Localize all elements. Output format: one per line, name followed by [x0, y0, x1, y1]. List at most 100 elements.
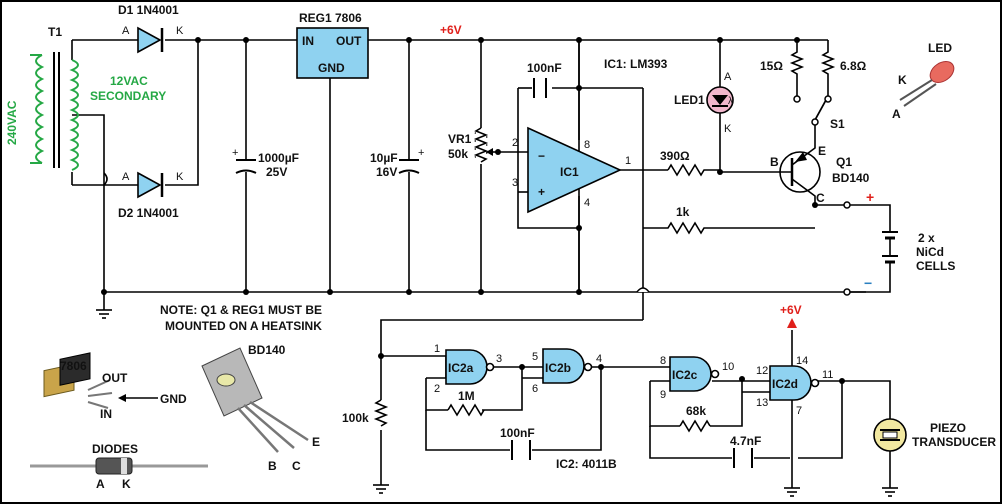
- ic2-pin7: 7: [796, 405, 802, 417]
- piezo-line2: TRANSDUCER: [912, 435, 996, 449]
- c4-value: 100nF: [500, 426, 535, 440]
- t1-label: T1: [48, 25, 62, 39]
- note-line1: NOTE: Q1 & REG1 MUST BE: [160, 303, 322, 317]
- transistor-q1: B E C Q1 BD140: [760, 144, 870, 205]
- pkg7806-out: OUT: [102, 371, 128, 385]
- plus6v-arrow: +6V: [780, 303, 802, 328]
- r1m-value: 1M: [458, 389, 475, 403]
- battery-nicd: + − 2 x NiCd CELLS: [815, 189, 955, 296]
- vr1-ref: VR1: [448, 132, 472, 146]
- battery-line2: NiCd: [916, 245, 944, 259]
- reg1-gnd: GND: [318, 61, 345, 75]
- pkgbd140-title: BD140: [248, 343, 286, 357]
- primary-voltage-label: 240VAC: [5, 100, 19, 145]
- led-package-icon: LED K A: [892, 41, 955, 121]
- rail-plus6v: +6V: [440, 23, 462, 37]
- ic1-label: IC1: [560, 165, 579, 179]
- r100k-value: 100k: [342, 411, 369, 425]
- junction-dots: [101, 37, 845, 384]
- ic2-pin8: 8: [660, 355, 666, 367]
- supply-wires: [72, 39, 866, 320]
- reg1-in: IN: [302, 34, 314, 48]
- ic1-title: IC1: LM393: [604, 57, 668, 71]
- capacitor-4n7: 4.7nF: [730, 434, 761, 468]
- q1-collector: C: [816, 191, 825, 205]
- ic2a-label: IC2a: [448, 361, 474, 375]
- q1-base: B: [770, 155, 779, 169]
- ic1-pin3: 3: [512, 177, 518, 189]
- ic2-pin11: 11: [822, 369, 833, 381]
- s1-label: S1: [830, 117, 845, 131]
- pkg7806-gnd: GND: [160, 392, 187, 406]
- piezo-transducer: PIEZO TRANSDUCER: [873, 418, 996, 452]
- package-7806-icon: 7806 OUT GND IN: [43, 352, 187, 421]
- note-line2: MOUNTED ON A HEATSINK: [165, 319, 322, 333]
- svg-text:+: +: [232, 147, 238, 159]
- q1-emitter: E: [818, 144, 826, 158]
- diode-d2: D2 1N4001 A K: [118, 171, 184, 220]
- ic1-minus: −: [538, 149, 545, 163]
- d2-label: D2 1N4001: [118, 206, 179, 220]
- vr1-value: 50k: [448, 147, 468, 161]
- package-diode-icon: DIODES A K: [30, 442, 208, 491]
- c3-value: 100nF: [527, 61, 562, 75]
- resistor-6r8: 6.8Ω: [820, 40, 867, 103]
- resistor-68k: 68k: [679, 404, 711, 433]
- capacitor-c2: + 10µF 16V: [370, 147, 424, 179]
- ic2-pin14: 14: [796, 355, 808, 367]
- pkg7806-title: 7806: [60, 359, 87, 373]
- plus6v-2: +6V: [780, 303, 802, 317]
- diode-d1: D1 1N4001 A K: [118, 3, 184, 54]
- led1-anode: A: [724, 71, 732, 83]
- pkg7806-in: IN: [100, 407, 112, 421]
- piezo-line1: PIEZO: [930, 421, 966, 435]
- pkgbd140-c: C: [292, 459, 301, 473]
- ic2-pin9: 9: [660, 389, 666, 401]
- resistor-1m: 1M: [447, 389, 485, 417]
- ic1-pin8: 8: [584, 139, 590, 151]
- battery-line1: 2 x: [918, 231, 935, 245]
- secondary-label-line2: SECONDARY: [90, 89, 166, 103]
- ic2-pin6: 6: [532, 383, 538, 395]
- led-icon-title: LED: [928, 41, 952, 55]
- led1: λ LED1 A K: [674, 40, 760, 173]
- d1-label: D1 1N4001: [118, 3, 179, 17]
- d2-cathode: K: [176, 171, 184, 183]
- ic2-pin1: 1: [434, 343, 440, 355]
- capacitor-100nf-2: 100nF: [500, 426, 535, 460]
- regulator-reg1: REG1 7806 IN OUT GND: [296, 11, 369, 79]
- resistor-1k: 1k: [643, 205, 815, 235]
- ic1-pin4: 4: [584, 197, 590, 209]
- package-bd140-icon: BD140 B C E: [201, 343, 320, 473]
- led-icon-k: K: [898, 73, 907, 87]
- transformer-t1: T1 240VAC 12VAC SECONDARY: [5, 25, 166, 185]
- r68-value: 6.8Ω: [840, 59, 867, 73]
- q1-ref: Q1: [836, 155, 852, 169]
- ic2-pin12: 12: [756, 365, 768, 377]
- ic2-title: IC2: 4011B: [556, 457, 617, 471]
- pkgdiode-k: K: [122, 477, 131, 491]
- gate-ic2b: IC2b 5 6 4: [532, 348, 602, 395]
- c1-voltage: 25V: [266, 165, 287, 179]
- r15-value: 15Ω: [760, 59, 783, 73]
- led-icon-a: A: [892, 107, 901, 121]
- svg-text:+: +: [418, 147, 424, 159]
- battery-minus: −: [864, 275, 872, 291]
- ic2-pin13: 13: [756, 397, 768, 409]
- ic2-pin5: 5: [532, 351, 538, 363]
- r1k-value: 1k: [676, 205, 690, 219]
- d1-anode: A: [122, 25, 130, 37]
- q1-type: BD140: [832, 171, 870, 185]
- d2-anode: A: [122, 171, 130, 183]
- c5-value: 4.7nF: [730, 434, 761, 448]
- pkgdiode-title: DIODES: [92, 442, 138, 456]
- ic2-pin2: 2: [434, 383, 440, 395]
- ic2-pin4: 4: [596, 353, 602, 365]
- potentiometer-vr1: VR1 50k: [448, 127, 498, 164]
- pkgbd140-b: B: [268, 459, 277, 473]
- pkgdiode-a: A: [96, 477, 105, 491]
- switch-s1[interactable]: S1: [811, 99, 845, 145]
